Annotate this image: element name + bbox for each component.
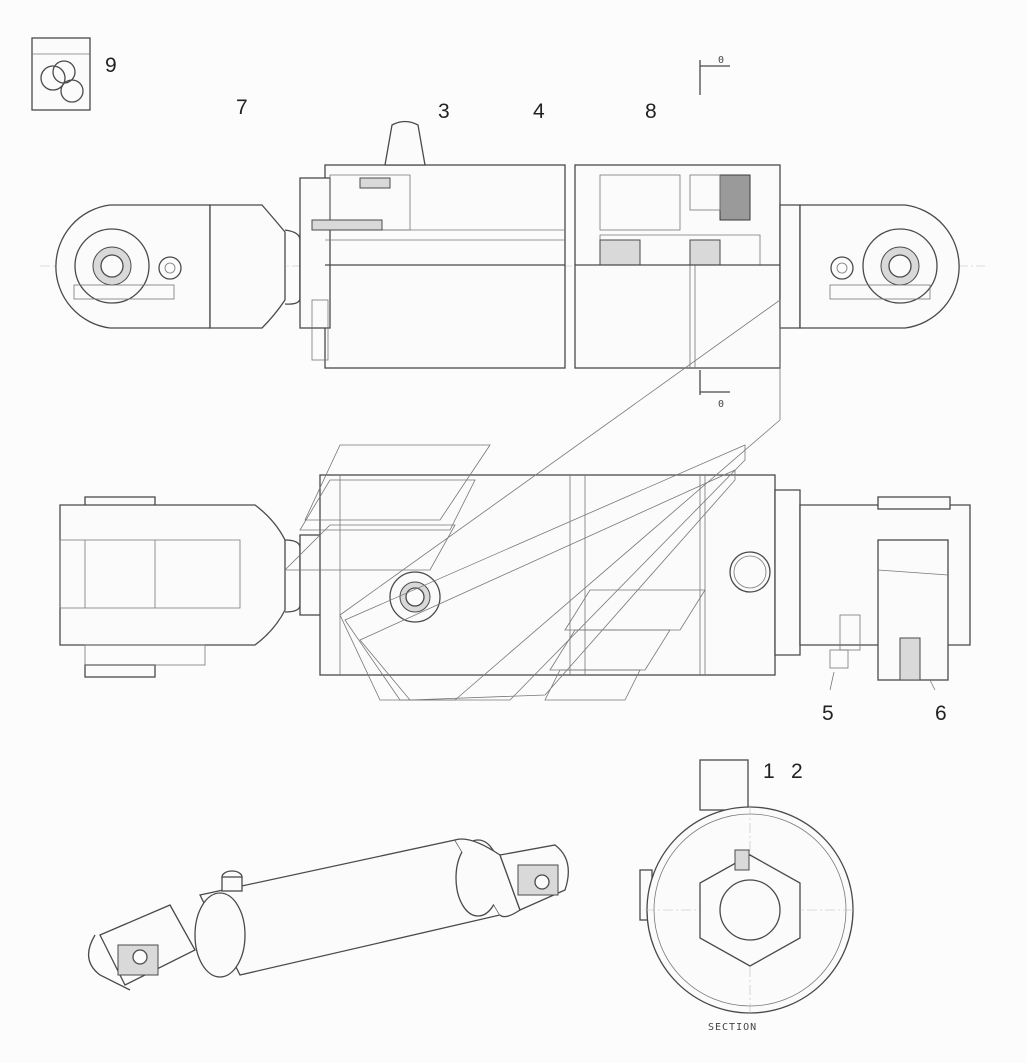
callout-6[interactable]: 6 [935, 702, 947, 725]
callout-9[interactable]: 9 [105, 54, 117, 77]
seal-kit-icon[interactable] [31, 37, 91, 111]
callout-4[interactable]: 4 [533, 100, 545, 123]
cylinder-isometric-view [88, 838, 569, 991]
callout-2[interactable]: 2 [791, 760, 803, 783]
callout-1[interactable]: 1 [763, 760, 775, 783]
callout-5[interactable]: 5 [822, 702, 834, 725]
callout-7[interactable]: 7 [236, 96, 248, 119]
section-mark-top: 0 [718, 55, 725, 66]
section-projection-lines [284, 299, 781, 701]
cylinder-top-view [59, 474, 971, 691]
callout-8[interactable]: 8 [645, 100, 657, 123]
cylinder-side-view [40, 60, 985, 395]
section-mark-bottom: 0 [718, 399, 725, 410]
callout-3[interactable]: 3 [438, 100, 450, 123]
cylinder-cross-section [639, 759, 855, 1015]
section-caption: SECTION [708, 1022, 757, 1033]
